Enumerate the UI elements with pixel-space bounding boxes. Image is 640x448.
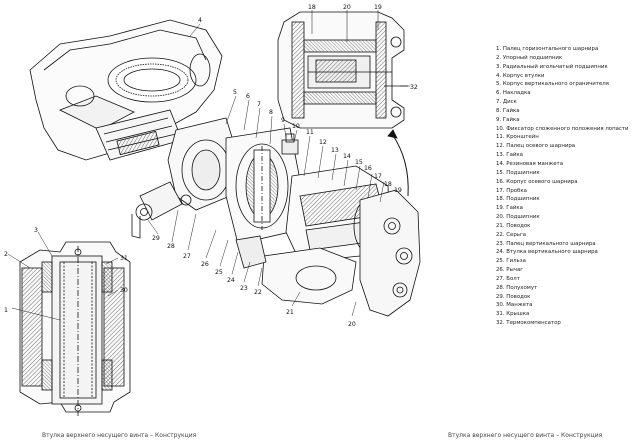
callout-14: 14 <box>343 153 351 160</box>
callout-24: 24 <box>227 277 235 284</box>
legend-item: 28. Полухомут <box>496 284 538 291</box>
legend-item: 8. Гайка <box>496 107 520 114</box>
legend-item: 11. Кронштейн <box>496 134 539 141</box>
callout-18: 18 <box>384 181 392 188</box>
legend-item: 26. Рычаг <box>496 267 524 274</box>
legend-item: 15. Подшипник <box>496 169 540 176</box>
legend-item: 20. Подшипник <box>496 214 540 221</box>
legend-item: 4. Корпус втулки <box>496 72 545 79</box>
callout-17: 17 <box>374 173 382 180</box>
legend-item: 17. Пробка <box>496 187 527 194</box>
legend-item: 22. Серьга <box>496 231 527 238</box>
legend-item: 31. Крышка <box>496 311 530 318</box>
callout-18-inset: 18 <box>308 4 316 11</box>
legend-item: 16. Корпус осевого шарнира <box>496 178 578 185</box>
legend-item: 9. Гайка <box>496 116 520 123</box>
callout-8: 8 <box>269 109 273 116</box>
legend-item: 21. Поводок <box>496 222 531 229</box>
legend-item: 13. Гайка <box>496 152 523 159</box>
callout-20-inset: 20 <box>343 4 351 11</box>
legend-item: 2. Упорный подшипник <box>496 54 563 61</box>
legend-item: 12. Палец осевого шарнира <box>496 143 576 150</box>
legend-item: 24. Втулка вертикального шарнира <box>496 249 598 256</box>
callout-6: 6 <box>246 93 250 100</box>
callout-26: 26 <box>201 261 209 268</box>
callout-30: 30 <box>120 287 128 294</box>
callout-16: 16 <box>364 165 372 172</box>
legend-item: 18. Подшипник <box>496 196 540 203</box>
callout-21: 21 <box>286 309 294 316</box>
legend-item: 23. Палец вертикального шарнира <box>496 240 596 247</box>
legend-item: 27. Болт <box>496 275 520 282</box>
callout-12: 12 <box>319 139 327 146</box>
caption-left: Втулка верхнего несущего винта – Констру… <box>42 432 197 439</box>
callout-numbers: 4 5 6 7 8 9 10 11 12 13 14 15 16 17 18 1… <box>4 4 418 328</box>
legend-item: 3. Радиальный игольчатый подшипник <box>496 63 608 70</box>
callout-15: 15 <box>355 159 363 166</box>
callout-7: 7 <box>257 101 261 108</box>
callout-1: 1 <box>4 307 8 314</box>
legend-item: 5. Корпус вертикального ограничителя <box>496 81 609 88</box>
parts-legend: 1. Палец горизонтального шарнира 2. Упор… <box>496 45 636 328</box>
callout-11: 11 <box>306 129 314 136</box>
legend-item: 10. Фиксатор сложенного положения лопаст… <box>496 125 629 132</box>
callout-25: 25 <box>215 269 223 276</box>
callout-9: 9 <box>281 117 285 124</box>
callout-2: 2 <box>4 251 8 258</box>
callout-20: 20 <box>348 321 356 328</box>
callout-10: 10 <box>292 123 300 130</box>
legend-item: 14. Резиновая манжета <box>496 160 563 167</box>
callout-4: 4 <box>198 17 202 24</box>
callout-3: 3 <box>34 227 38 234</box>
inset-top-right <box>277 11 408 129</box>
legend-item: 19. Гайка <box>496 205 523 212</box>
leader-lines <box>7 23 385 321</box>
callout-29: 29 <box>152 235 160 242</box>
callout-32: 32 <box>410 84 418 91</box>
main-assembly <box>29 19 421 317</box>
callout-22: 22 <box>254 289 262 296</box>
callout-28: 28 <box>167 243 175 250</box>
inset-bottom-left <box>19 241 131 416</box>
legend-item: 32. Термокомпенсатор <box>496 320 561 327</box>
callout-27: 27 <box>183 253 191 260</box>
callout-31: 31 <box>120 255 128 262</box>
callout-19: 19 <box>394 187 402 194</box>
callout-13: 13 <box>331 147 339 154</box>
legend-item: 7. Диск <box>496 99 517 106</box>
callout-19-inset: 19 <box>374 4 382 11</box>
legend-item: 1. Палец горизонтального шарнира <box>496 46 599 52</box>
legend-item: 6. Накладка <box>496 90 531 97</box>
inset-top-right-leaders <box>311 10 410 87</box>
caption-right: Втулка верхнего несущего винта – Констру… <box>448 432 603 439</box>
callout-5: 5 <box>233 89 237 96</box>
legend-item: 30. Манжета <box>496 302 533 309</box>
legend-item: 25. Гильза <box>496 258 526 265</box>
legend-item: 29. Поводок <box>496 293 531 300</box>
callout-23: 23 <box>240 285 248 292</box>
